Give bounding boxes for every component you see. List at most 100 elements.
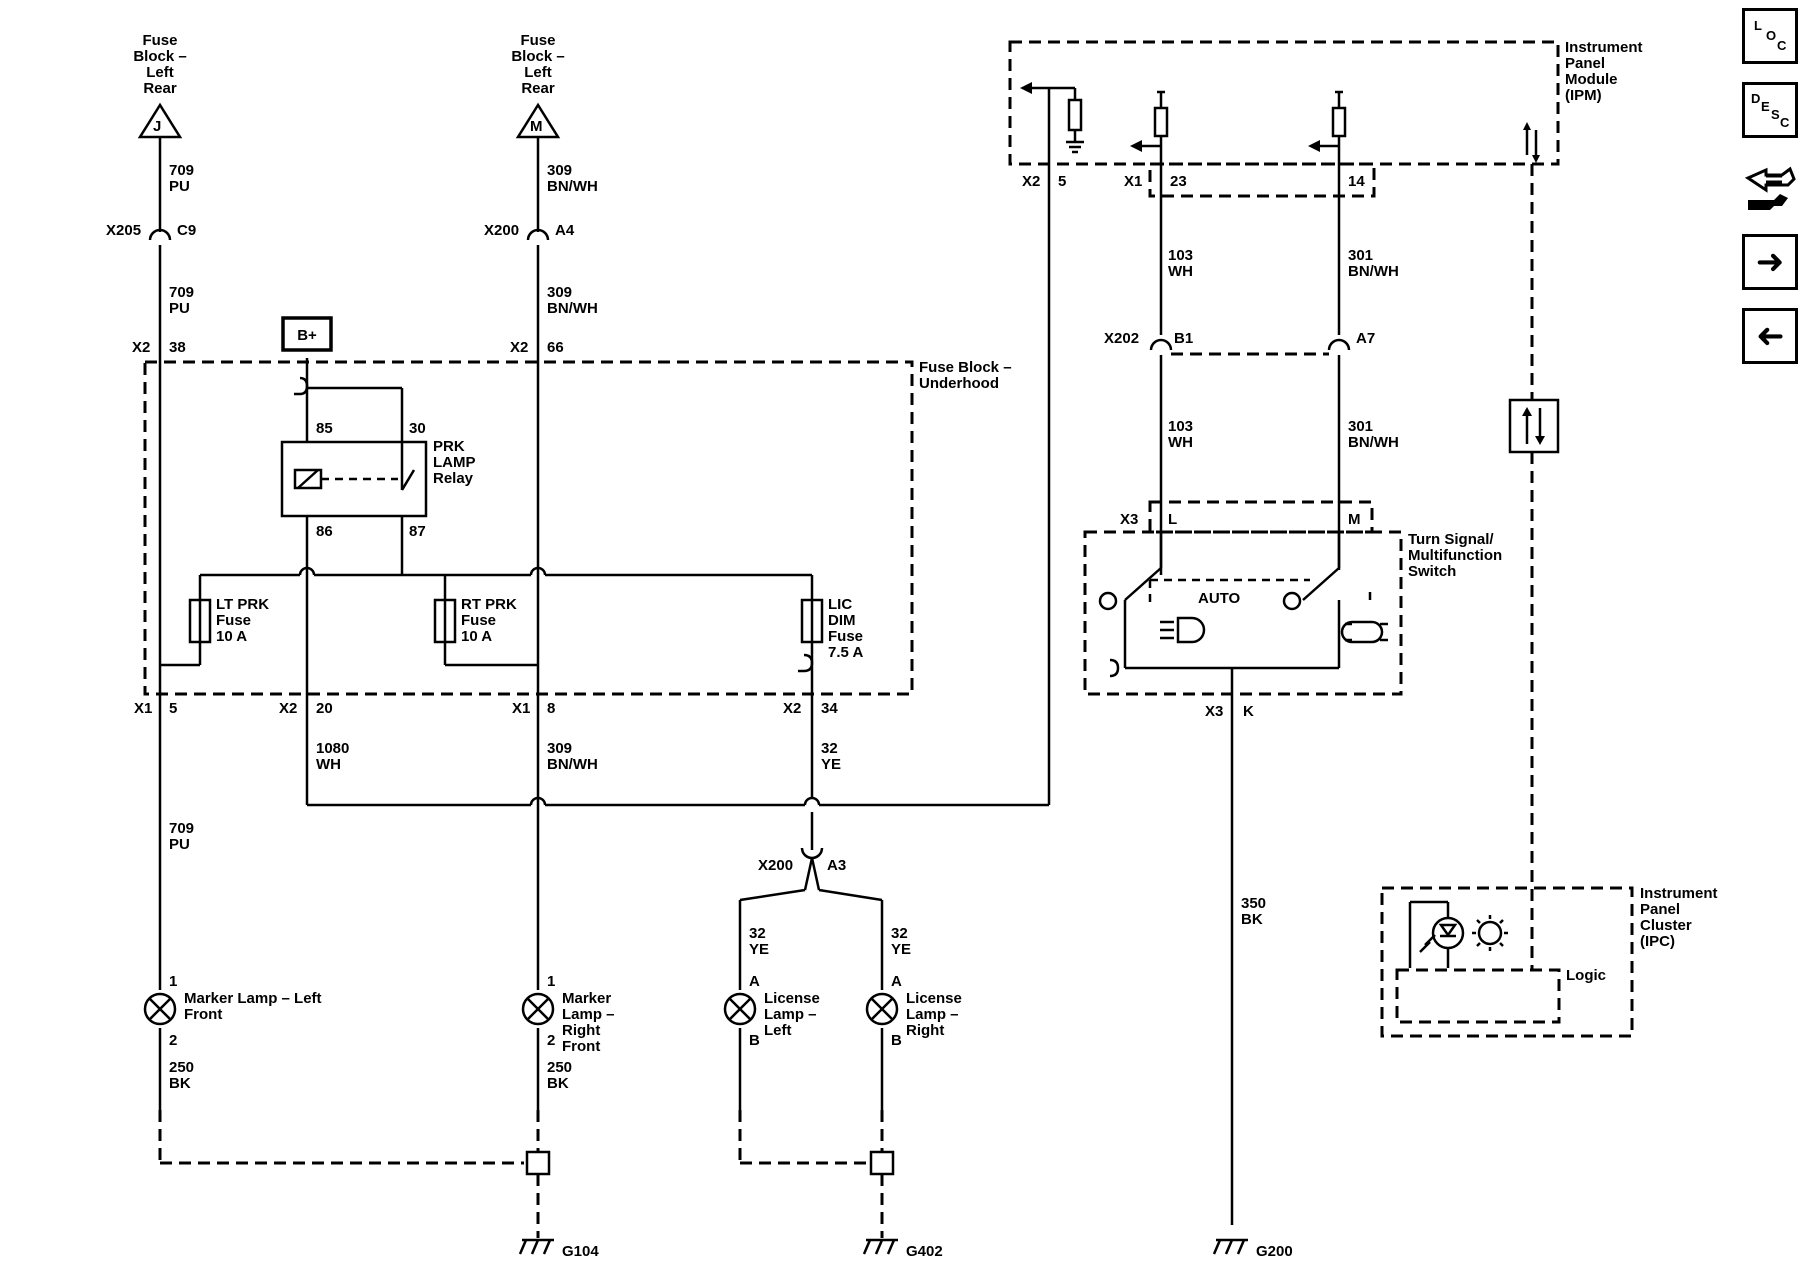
- svg-text:WH: WH: [1168, 263, 1193, 280]
- svg-text:32: 32: [821, 740, 838, 757]
- svg-text:X2: X2: [783, 700, 801, 717]
- svg-text:30: 30: [409, 420, 426, 437]
- svg-text:85: 85: [316, 420, 333, 437]
- loc-button[interactable]: L O C: [1742, 8, 1798, 64]
- svg-text:G104: G104: [562, 1243, 599, 1260]
- fuse-block-underhood-label: Fuse Block – Underhood: [919, 359, 1012, 392]
- svg-text:5: 5: [169, 700, 177, 717]
- svg-text:5: 5: [1058, 173, 1066, 190]
- svg-text:License: License: [764, 990, 820, 1007]
- svg-text:309: 309: [547, 740, 572, 757]
- svg-text:X2: X2: [1022, 173, 1040, 190]
- svg-text:B: B: [891, 1032, 902, 1049]
- svg-text:X3: X3: [1205, 703, 1223, 720]
- svg-text:Marker: Marker: [562, 990, 611, 1007]
- svg-text:License: License: [906, 990, 962, 1007]
- svg-text:M: M: [1348, 511, 1361, 528]
- loc-icon: L O C: [1754, 18, 1787, 53]
- svg-text:8: 8: [547, 700, 555, 717]
- svg-text:34: 34: [821, 700, 838, 717]
- svg-text:Fuse: Fuse: [216, 612, 251, 629]
- svg-text:X3: X3: [1120, 511, 1138, 528]
- svg-text:709: 709: [169, 284, 194, 301]
- svg-text:Underhood: Underhood: [919, 375, 999, 392]
- svg-text:YE: YE: [821, 756, 841, 773]
- svg-text:A: A: [749, 973, 760, 990]
- svg-text:103: 103: [1168, 418, 1193, 435]
- svg-text:250: 250: [169, 1059, 194, 1076]
- svg-text:Left: Left: [146, 64, 174, 81]
- prk-lamp-relay: 85 30 86 87 PRK LAMP Relay: [316, 420, 476, 540]
- svg-text:23: 23: [1170, 173, 1187, 190]
- svg-text:Left: Left: [764, 1022, 792, 1039]
- svg-text:B1: B1: [1174, 330, 1193, 347]
- svg-text:1: 1: [169, 973, 177, 990]
- desc-button[interactable]: D E S C: [1742, 82, 1798, 138]
- connector-wrench-button[interactable]: [1742, 160, 1798, 216]
- svg-text:Lamp –: Lamp –: [562, 1006, 615, 1023]
- fuse-source-j: J Fuse Block – Left Rear: [133, 32, 187, 139]
- svg-text:BK: BK: [169, 1075, 191, 1092]
- svg-text:Lamp –: Lamp –: [906, 1006, 959, 1023]
- svg-text:AUTO: AUTO: [1198, 590, 1241, 607]
- svg-text:BN/WH: BN/WH: [547, 300, 598, 317]
- svg-text:Block –: Block –: [133, 48, 186, 65]
- svg-text:X1: X1: [512, 700, 530, 717]
- svg-text:Instrument: Instrument: [1640, 885, 1718, 902]
- svg-text:Front: Front: [562, 1038, 600, 1055]
- svg-text:WH: WH: [316, 756, 341, 773]
- svg-text:Right: Right: [562, 1022, 600, 1039]
- svg-text:X200: X200: [758, 857, 793, 874]
- svg-text:Left: Left: [524, 64, 552, 81]
- rt-prk-fuse: RT PRK Fuse 10 A: [461, 596, 517, 645]
- turn-signal-pins: X3 L M X3 K: [1120, 511, 1361, 720]
- next-arrow-icon: ➜: [1755, 242, 1785, 282]
- svg-text:BK: BK: [1241, 911, 1263, 928]
- wiring-diagram: J Fuse Block – Left Rear M Fuse Block – …: [106, 32, 1718, 1260]
- svg-text:301: 301: [1348, 418, 1373, 435]
- svg-text:(IPM): (IPM): [1565, 87, 1602, 104]
- svg-text:X202: X202: [1104, 330, 1139, 347]
- svg-text:PU: PU: [169, 836, 190, 853]
- svg-text:Fuse: Fuse: [520, 32, 555, 49]
- svg-text:1: 1: [547, 973, 555, 990]
- svg-text:DIM: DIM: [828, 612, 856, 629]
- previous-button[interactable]: ➜: [1742, 308, 1798, 364]
- svg-text:LIC: LIC: [828, 596, 852, 613]
- svg-text:A7: A7: [1356, 330, 1375, 347]
- svg-text:K: K: [1243, 703, 1254, 720]
- ipc-label: Instrument Panel Cluster (IPC) Logic: [1566, 885, 1718, 984]
- svg-text:301: 301: [1348, 247, 1373, 264]
- svg-text:709: 709: [169, 162, 194, 179]
- svg-text:LT PRK: LT PRK: [216, 596, 269, 613]
- svg-text:Block –: Block –: [511, 48, 564, 65]
- svg-text:20: 20: [316, 700, 333, 717]
- svg-text:A: A: [891, 973, 902, 990]
- turn-signal-switch-label: Turn Signal/ Multifunction Switch AUTO: [1198, 531, 1502, 607]
- svg-text:Fuse: Fuse: [828, 628, 863, 645]
- connector-wrench-icon: [1744, 166, 1796, 210]
- svg-text:103: 103: [1168, 247, 1193, 264]
- ipm-pins: X2 5 X1 23 14: [1022, 173, 1365, 190]
- svg-text:X200: X200: [484, 222, 519, 239]
- marker-lamp-right-front: 1 2 Marker Lamp – Right Front: [521, 973, 615, 1055]
- svg-text:Panel: Panel: [1640, 901, 1680, 918]
- svg-text:X205: X205: [106, 222, 141, 239]
- svg-text:Relay: Relay: [433, 470, 474, 487]
- connector-x200-a3: X200 A3: [758, 857, 846, 874]
- svg-text:BN/WH: BN/WH: [1348, 263, 1399, 280]
- svg-text:Switch: Switch: [1408, 563, 1456, 580]
- svg-text:309: 309: [547, 162, 572, 179]
- svg-text:Panel: Panel: [1565, 55, 1605, 72]
- next-button[interactable]: ➜: [1742, 234, 1798, 290]
- svg-text:Fuse: Fuse: [142, 32, 177, 49]
- svg-text:7.5 A: 7.5 A: [828, 644, 863, 661]
- connector-x202: X202 B1 A7: [1104, 330, 1375, 347]
- battery-positive-box: B+: [281, 316, 333, 352]
- svg-text:Logic: Logic: [1566, 967, 1606, 984]
- ipm-label: Instrument Panel Module (IPM): [1565, 39, 1643, 104]
- svg-text:Module: Module: [1565, 71, 1618, 88]
- svg-text:87: 87: [409, 523, 426, 540]
- svg-text:350: 350: [1241, 895, 1266, 912]
- lt-prk-fuse: LT PRK Fuse 10 A: [216, 596, 269, 645]
